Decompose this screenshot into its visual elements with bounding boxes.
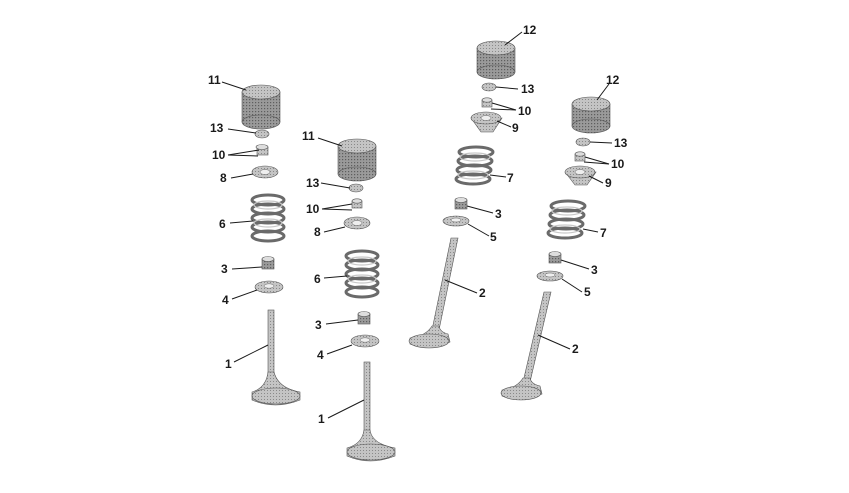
- callout-3: 3: [315, 318, 322, 332]
- callout-6: 6: [314, 272, 321, 286]
- callout-2: 2: [479, 286, 486, 300]
- callout-9: 9: [605, 176, 612, 190]
- callout-11: 11: [302, 129, 315, 143]
- callout-5: 5: [584, 285, 591, 299]
- callout-10: 10: [611, 157, 625, 171]
- valve-part: [346, 361, 396, 462]
- callout-13: 13: [210, 121, 224, 135]
- seal-part: [454, 197, 468, 210]
- assembly-d: [500, 96, 611, 401]
- spring-part: [250, 193, 286, 243]
- callout-3: 3: [495, 207, 502, 221]
- callout-10: 10: [306, 202, 320, 216]
- assembly-b: [337, 138, 396, 462]
- tappet-part: [241, 84, 281, 130]
- callout-4: 4: [317, 348, 324, 362]
- callout-12: 12: [606, 73, 620, 87]
- tappet-part: [476, 40, 516, 80]
- callout-5: 5: [490, 230, 497, 244]
- assembly-a: [241, 84, 301, 406]
- callout-4: 4: [222, 293, 229, 307]
- tappet-part: [337, 138, 377, 182]
- seat-part: [254, 280, 284, 294]
- shim-part: [254, 129, 270, 139]
- callout-8: 8: [220, 171, 227, 185]
- callout-11: 11: [208, 73, 221, 87]
- spring-part: [546, 199, 587, 240]
- leader-lines: [221, 31, 613, 419]
- keeper-part: [351, 198, 363, 209]
- callout-13: 13: [521, 82, 535, 96]
- callout-13: 13: [614, 136, 628, 150]
- callout-12: 12: [523, 23, 537, 37]
- shim-part: [481, 82, 497, 92]
- valve-part: [408, 237, 459, 349]
- keeper-part: [574, 151, 586, 162]
- seal-part: [357, 311, 371, 325]
- callout-13: 13: [306, 176, 320, 190]
- tappet-part: [571, 96, 611, 134]
- callout-3: 3: [221, 262, 228, 276]
- callout-8: 8: [314, 225, 321, 239]
- callout-2: 2: [572, 342, 579, 356]
- callout-7: 7: [600, 226, 607, 240]
- callout-6: 6: [219, 217, 226, 231]
- spring-part: [454, 145, 495, 186]
- retainer-part: [343, 216, 371, 230]
- callout-9: 9: [512, 121, 519, 135]
- callout-10: 10: [212, 148, 226, 162]
- spring-part: [344, 249, 380, 299]
- retainer-part: [564, 165, 597, 186]
- callout-numbers: 11 13 10 8 6 3 4 1 11 13 10 8 6 3 4 1 12…: [208, 23, 628, 426]
- callout-1: 1: [225, 357, 232, 371]
- shim-part: [348, 183, 364, 193]
- valve-part: [500, 291, 552, 401]
- assembly-c: [408, 40, 516, 349]
- shim-part: [575, 137, 591, 147]
- seal-part: [548, 251, 562, 264]
- callout-3: 3: [591, 263, 598, 277]
- callout-1: 1: [318, 412, 325, 426]
- seat-part: [536, 270, 564, 282]
- callout-7: 7: [507, 171, 514, 185]
- retainer-part: [470, 111, 503, 133]
- valve-part: [251, 309, 301, 406]
- seal-part: [261, 256, 275, 270]
- callout-10: 10: [518, 104, 532, 118]
- keeper-part: [255, 144, 269, 156]
- seat-part: [442, 215, 470, 227]
- keeper-part: [481, 97, 493, 108]
- retainer-part: [251, 165, 279, 179]
- seat-part: [350, 334, 380, 348]
